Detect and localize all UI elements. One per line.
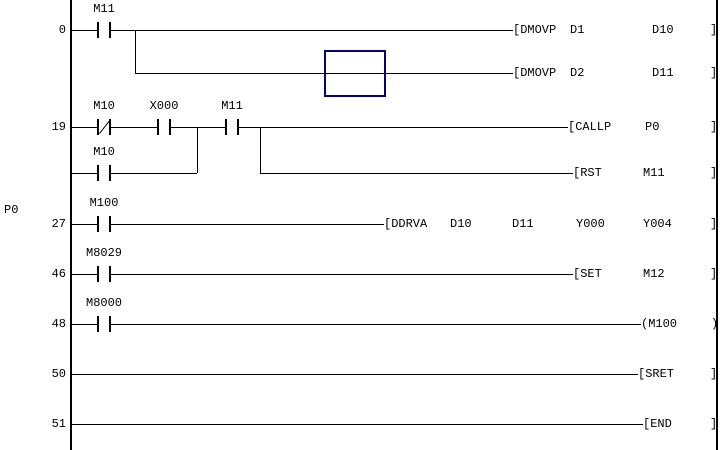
instr-dmovp2-arg1[interactable]: D2 bbox=[570, 66, 585, 80]
wire bbox=[72, 173, 197, 174]
wire bbox=[260, 173, 573, 174]
contact-label: M11 bbox=[221, 99, 243, 113]
wire-branch bbox=[135, 30, 136, 73]
coil-m100-close: ) bbox=[711, 317, 719, 331]
instr-dmovp1-arg2[interactable]: D10 bbox=[652, 23, 674, 37]
instr-dmovp1-op[interactable]: [DMOVP bbox=[513, 23, 557, 37]
contact-no-m11[interactable] bbox=[225, 119, 239, 135]
pointer-label: P0 bbox=[4, 203, 19, 217]
wire-branch bbox=[197, 127, 198, 173]
contact-no-x000[interactable] bbox=[157, 119, 171, 135]
instr-set-op[interactable]: [SET bbox=[573, 267, 602, 281]
step-number: 51 bbox=[51, 417, 66, 431]
contact-label: M11 bbox=[93, 2, 115, 16]
step-number: 0 bbox=[58, 23, 66, 37]
contact-label: M8000 bbox=[85, 296, 123, 310]
wire bbox=[72, 274, 573, 275]
contact-label: M10 bbox=[93, 99, 115, 113]
wire bbox=[72, 127, 568, 128]
contact-label: X000 bbox=[149, 99, 179, 113]
instr-set-arg1[interactable]: M12 bbox=[643, 267, 665, 281]
instr-sret-close: ] bbox=[710, 367, 718, 381]
instr-set-close: ] bbox=[710, 267, 718, 281]
instr-dmovp2-close: ] bbox=[710, 66, 718, 80]
instr-ddrva-arg2[interactable]: D11 bbox=[512, 217, 534, 231]
instr-rst-op[interactable]: [RST bbox=[573, 166, 602, 180]
instr-end-op[interactable]: [END bbox=[643, 417, 672, 431]
step-number: 48 bbox=[51, 317, 66, 331]
instr-dmovp1-arg1[interactable]: D1 bbox=[570, 23, 585, 37]
step-number: 27 bbox=[51, 217, 66, 231]
contact-no-m8000[interactable] bbox=[97, 316, 111, 332]
wire-branch bbox=[260, 127, 261, 173]
instr-ddrva-close: ] bbox=[710, 217, 718, 231]
coil-m100-open[interactable]: (M100 bbox=[641, 317, 678, 331]
contact-label: M100 bbox=[89, 196, 119, 210]
step-number: 19 bbox=[51, 120, 66, 134]
contact-no-m8029[interactable] bbox=[97, 266, 111, 282]
instr-ddrva-arg3[interactable]: Y000 bbox=[576, 217, 605, 231]
instr-rst-close: ] bbox=[710, 166, 718, 180]
contact-label: M10 bbox=[93, 145, 115, 159]
wire bbox=[72, 324, 641, 325]
wire bbox=[72, 30, 513, 31]
wire bbox=[72, 224, 384, 225]
edit-cursor[interactable] bbox=[324, 50, 386, 97]
instr-dmovp2-op[interactable]: [DMOVP bbox=[513, 66, 557, 80]
instr-ddrva-arg1[interactable]: D10 bbox=[450, 217, 472, 231]
instr-dmovp1-close: ] bbox=[710, 23, 718, 37]
instr-rst-arg1[interactable]: M11 bbox=[643, 166, 665, 180]
contact-nc-m10[interactable] bbox=[97, 119, 111, 135]
left-power-rail bbox=[70, 0, 72, 450]
wire bbox=[72, 424, 643, 425]
instr-ddrva-op[interactable]: [DDRVA bbox=[384, 217, 428, 231]
instr-sret-op[interactable]: [SRET bbox=[638, 367, 675, 381]
right-power-rail bbox=[716, 0, 718, 450]
contact-no-m11[interactable] bbox=[97, 22, 111, 38]
instr-dmovp2-arg2[interactable]: D11 bbox=[652, 66, 674, 80]
contact-no-m10[interactable] bbox=[97, 165, 111, 181]
contact-label: M8029 bbox=[85, 246, 123, 260]
instr-callp-op[interactable]: [CALLP bbox=[568, 120, 612, 134]
contact-no-m100[interactable] bbox=[97, 216, 111, 232]
instr-callp-close: ] bbox=[710, 120, 718, 134]
instr-end-close: ] bbox=[710, 417, 718, 431]
wire bbox=[72, 374, 638, 375]
instr-callp-arg1[interactable]: P0 bbox=[645, 120, 660, 134]
nc-slash-icon bbox=[99, 119, 111, 134]
step-number: 50 bbox=[51, 367, 66, 381]
step-number: 46 bbox=[51, 267, 66, 281]
instr-ddrva-arg4[interactable]: Y004 bbox=[643, 217, 672, 231]
